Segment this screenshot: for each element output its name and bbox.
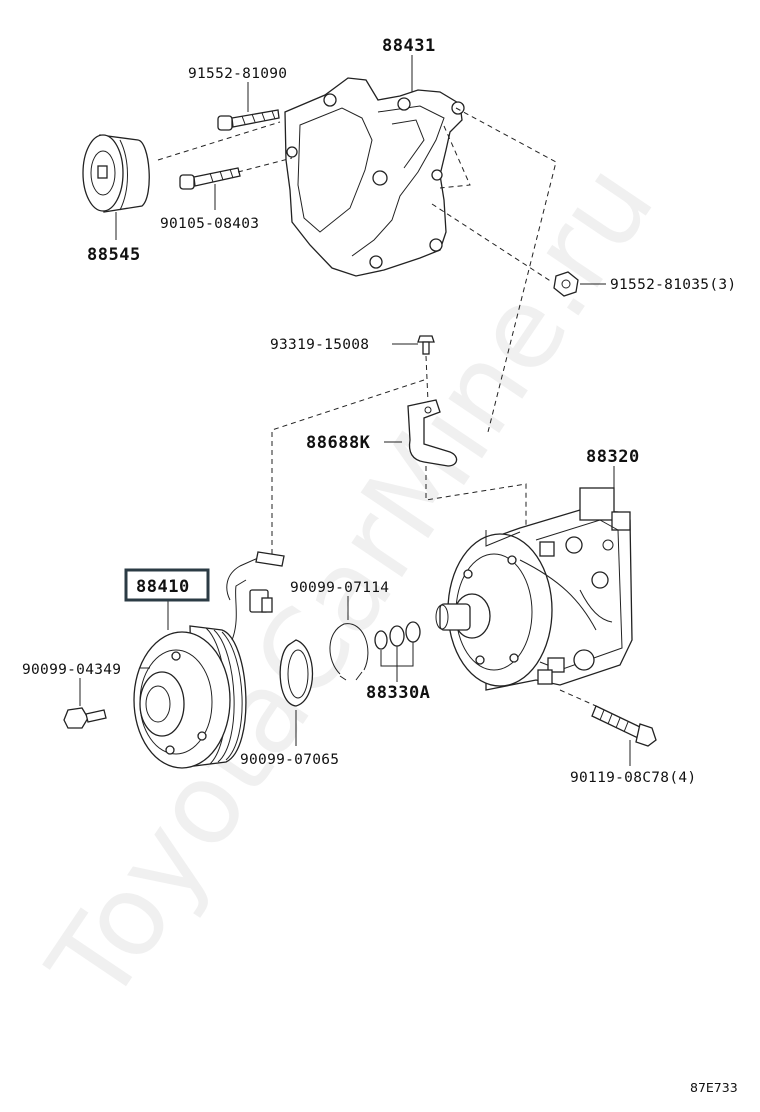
label-clutch-assembly: 88410	[136, 577, 190, 597]
projection-lines-bracket	[157, 107, 557, 433]
idler-pulley-88545[interactable]	[82, 134, 150, 213]
shim-set-88330a[interactable]	[374, 621, 421, 650]
label-wire-bracket: 88688K	[306, 433, 371, 453]
bolt-91552-81035[interactable]	[553, 271, 579, 297]
label-idler-pulley: 88545	[87, 245, 141, 265]
diagram-code: 87E733	[690, 1080, 738, 1095]
label-snap-ring-b: 90099-07065	[240, 752, 339, 768]
leader-lines	[79, 55, 631, 766]
label-bracket-bolt: 91552-81035(3)	[610, 277, 736, 293]
wire-bracket-88688k[interactable]	[407, 399, 458, 467]
label-shim-set: 88330A	[366, 683, 430, 703]
label-compressor-bolt: 90119-08C78(4)	[570, 770, 696, 786]
highlight-box-clutch	[124, 568, 210, 602]
screw-93319-15008[interactable]	[417, 335, 435, 355]
projection-lines-compressor	[559, 689, 597, 707]
projection-lines-wire	[425, 466, 527, 560]
label-idler-bolt: 90105-08403	[160, 216, 259, 232]
bracket-88431[interactable]	[284, 77, 465, 277]
bolt-90099-04349[interactable]	[63, 707, 107, 729]
bolt-90105-08403[interactable]	[179, 167, 241, 190]
label-snap-ring-a: 90099-07114	[290, 580, 389, 596]
label-bracket: 88431	[382, 36, 436, 56]
snap-ring-90099-07065[interactable]	[279, 639, 314, 707]
clutch-assembly-88410[interactable]	[133, 557, 259, 769]
bolt-90119-08c78[interactable]	[591, 705, 657, 747]
compressor-88320[interactable]	[435, 487, 633, 691]
label-compressor: 88320	[586, 447, 640, 467]
label-clutch-bolt: 90099-04349	[22, 662, 121, 678]
label-clamp-screw: 93319-15008	[270, 337, 369, 353]
label-bolt-top: 91552-81090	[188, 66, 287, 82]
bolt-91552-81090[interactable]	[217, 109, 280, 131]
projection-lines-screw	[271, 355, 429, 560]
snap-ring-90099-07114[interactable]	[329, 623, 369, 681]
clutch-connector[interactable]	[249, 551, 285, 613]
